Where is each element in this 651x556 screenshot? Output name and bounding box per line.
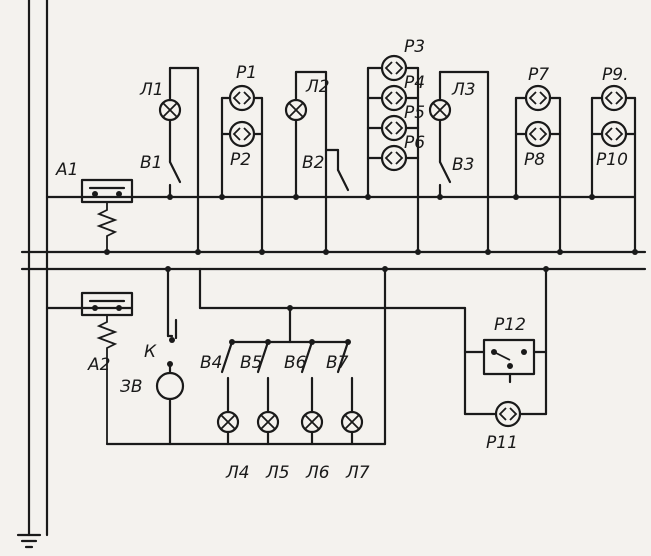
label-zv: ЗВ (120, 377, 143, 397)
label-p3: Р3 (404, 37, 425, 57)
breaker-a1 (80, 178, 134, 255)
lamp-l2 (284, 70, 350, 255)
horizontal-buses (20, 195, 647, 310)
label-l5: Л5 (265, 463, 290, 483)
relay-p1-p2 (219, 84, 265, 255)
relay-p3-p6 (365, 54, 421, 255)
label-l2: Л2 (305, 77, 330, 97)
label-l6: Л6 (305, 463, 330, 483)
lamp-l3 (428, 70, 491, 255)
label-p2: Р2 (230, 150, 251, 170)
label-p8: Р8 (524, 150, 545, 170)
label-p7: Р7 (528, 65, 549, 85)
label-p12: Р12 (494, 315, 526, 335)
relay-p7-p8 (513, 84, 563, 255)
labels: Л1 В1 Р1 Р2 Л2 В2 Р3 Р4 Р5 Р6 Л3 В3 Р7 Р… (55, 37, 628, 483)
label-p6: Р6 (404, 133, 425, 153)
label-a1: А1 (55, 160, 78, 180)
label-p5: Р5 (404, 103, 425, 123)
label-b7: В7 (326, 353, 349, 373)
label-b4: В4 (200, 353, 222, 373)
label-l3: Л3 (451, 80, 476, 100)
label-p10: Р10 (596, 150, 628, 170)
label-b1: В1 (140, 153, 162, 173)
label-p4: Р4 (404, 73, 425, 93)
relay-p9-p10 (589, 84, 638, 255)
label-p1: Р1 (236, 63, 257, 83)
label-b6: В6 (284, 353, 307, 373)
label-k: К (144, 342, 157, 362)
label-a2: А2 (87, 355, 110, 375)
label-p9: Р9. (602, 65, 628, 85)
lamps-l4-l7 (198, 266, 388, 446)
label-b3: В3 (452, 155, 474, 175)
label-l4: Л4 (225, 463, 250, 483)
label-b2: В2 (302, 153, 324, 173)
lamp-l1 (158, 66, 201, 255)
relay-p12-p11 (383, 266, 549, 428)
label-l1: Л1 (139, 80, 164, 100)
breaker-a2 (80, 291, 387, 446)
label-b5: В5 (240, 353, 262, 373)
switch-k-bell (155, 266, 185, 446)
label-p11: Р11 (486, 433, 518, 453)
main-bus (16, 0, 49, 549)
label-l7: Л7 (345, 463, 370, 483)
